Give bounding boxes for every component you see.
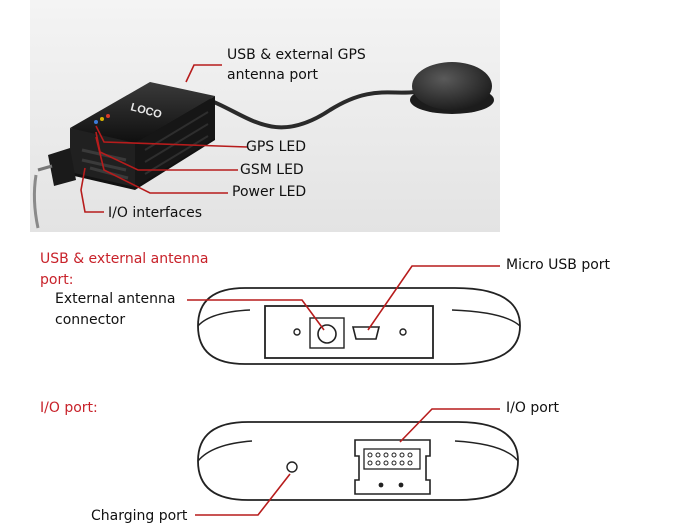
external-antenna-label-line2: connector: [55, 312, 126, 328]
screw-right: [399, 328, 407, 336]
power-led-label: Power LED: [232, 184, 307, 200]
micro-usb-port-label: Micro USB port: [506, 257, 611, 273]
usb-gps-port-label-line1: USB & external GPS: [227, 47, 366, 63]
external-antenna-connector-icon: [317, 324, 337, 344]
external-antenna-leader: [187, 299, 325, 331]
gps-led-label: GPS LED: [246, 139, 307, 155]
io-port-label: I/O port: [506, 400, 560, 416]
back-leader-lines: [195, 408, 500, 516]
gps-antenna-puck: [410, 62, 494, 114]
screw-left: [293, 328, 301, 336]
front-leader-lines: [187, 265, 500, 331]
front-view-heading-line2: port:: [40, 272, 74, 288]
io-port-icon: [354, 439, 431, 495]
antenna-cable: [199, 90, 416, 130]
back-view-heading: I/O port:: [40, 400, 98, 416]
micro-usb-port-icon: [351, 326, 381, 340]
io-port-pins: [367, 452, 413, 466]
io-interfaces-leader: [80, 167, 104, 213]
power-led-leader: [95, 136, 228, 194]
gsm-led-label: GSM LED: [240, 162, 304, 178]
charging-port-leader: [195, 473, 291, 516]
charging-port-icon: [286, 461, 298, 473]
io-port-leader: [399, 408, 500, 443]
charging-port-label: Charging port: [91, 508, 188, 524]
usb-gps-port-label-line2: antenna port: [227, 67, 319, 83]
back-view-device: [197, 421, 519, 501]
front-view-device: [197, 287, 521, 365]
micro-usb-leader: [367, 265, 500, 331]
external-antenna-label-line1: External antenna: [55, 291, 176, 307]
io-connector-plug: [32, 148, 76, 229]
photo-leader-lines: [80, 64, 248, 213]
io-interfaces-label: I/O interfaces: [108, 205, 203, 221]
front-view-heading-line1: USB & external antenna: [40, 251, 209, 267]
usb-gps-port-leader: [185, 64, 222, 83]
product-photo: LOCO: [30, 0, 500, 232]
tracker-photo-illustration: LOCO: [30, 0, 500, 232]
gsm-led-leader: [95, 131, 238, 171]
gps-led-leader: [95, 125, 248, 148]
tracker-device: [70, 82, 215, 190]
